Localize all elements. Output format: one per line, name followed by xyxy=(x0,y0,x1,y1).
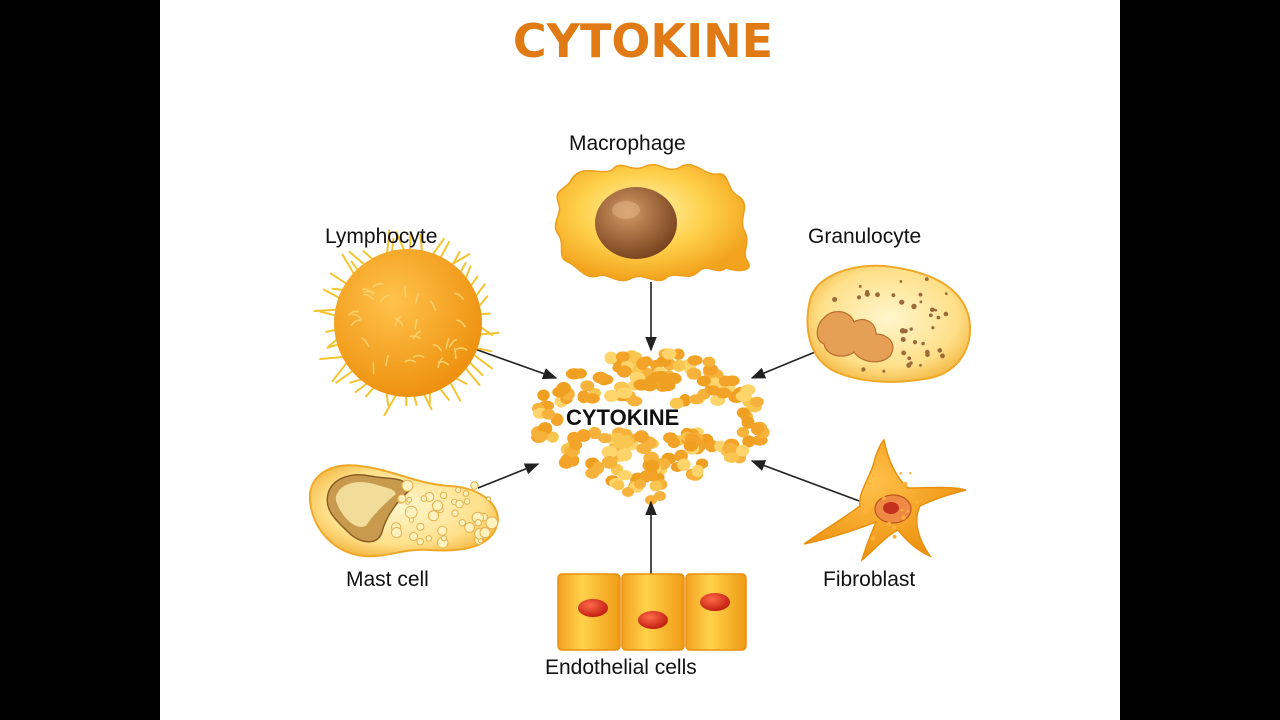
arrow-mast-cell xyxy=(477,463,540,489)
macrophage-label: Macrophage xyxy=(569,132,686,155)
granulocyte-cell xyxy=(806,264,971,383)
arrow-granulocyte xyxy=(750,349,821,379)
cytokine-center-label: CYTOKINE xyxy=(566,405,680,430)
endothelial-label: Endothelial cells xyxy=(545,656,697,679)
fibroblast-cell xyxy=(803,438,967,563)
cytokine-diagram xyxy=(308,163,971,651)
cytokine-particles xyxy=(531,348,770,505)
arrow-fibroblast xyxy=(750,460,863,503)
lymphocyte-cell xyxy=(313,229,500,417)
mast-cell-label: Mast cell xyxy=(346,568,429,591)
endothelial-cells xyxy=(557,573,747,651)
slide: CYTOKINE xyxy=(160,0,1120,720)
macrophage-cell xyxy=(554,163,750,282)
mast-cell xyxy=(308,464,499,558)
slide-title: CYTOKINE xyxy=(512,14,774,68)
arrows xyxy=(471,282,863,574)
lymphocyte-label: Lymphocyte xyxy=(325,225,438,248)
granulocyte-label: Granulocyte xyxy=(808,225,922,248)
fibroblast-label: Fibroblast xyxy=(823,568,916,591)
arrow-lymphocyte xyxy=(471,347,558,380)
